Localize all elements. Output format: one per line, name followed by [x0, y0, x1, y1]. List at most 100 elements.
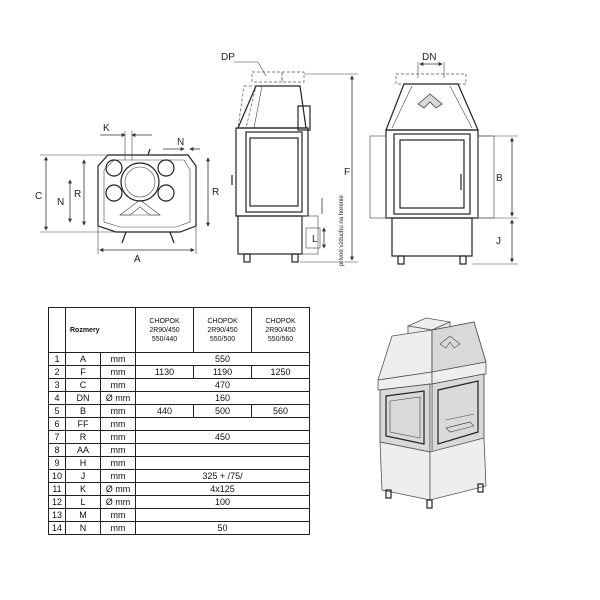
row-value-3: 560 — [251, 404, 310, 418]
row-value: 160 — [135, 391, 310, 405]
row-number: 13 — [48, 508, 66, 522]
model-header-3: CHOPOK 2R90/450 550/560 — [251, 307, 310, 353]
row-symbol: A — [65, 352, 101, 366]
row-symbol: FF — [65, 417, 101, 431]
table-row: 1 A mm 550 — [48, 352, 310, 366]
row-value: 4x125 — [135, 482, 310, 496]
label-f: F — [344, 167, 350, 178]
row-value — [135, 456, 310, 470]
row-value-2: 1190 — [193, 365, 252, 379]
model-header-2: CHOPOK 2R90/450 550/500 — [193, 307, 252, 353]
row-value-1: 1130 — [135, 365, 194, 379]
table-title: Rozmery — [65, 307, 136, 353]
row-symbol: C — [65, 378, 101, 392]
row-number: 4 — [48, 391, 66, 405]
row-unit: mm — [100, 430, 136, 444]
row-symbol: K — [65, 482, 101, 496]
label-b: B — [496, 173, 503, 184]
label-r-left: R — [74, 189, 81, 200]
table-row: 6 FF mm — [48, 417, 310, 431]
row-value: 550 — [135, 352, 310, 366]
model-header-1: CHOPOK 2R90/450 550/440 — [135, 307, 194, 353]
row-value-1: 440 — [135, 404, 194, 418]
row-value: 470 — [135, 378, 310, 392]
row-number: 9 — [48, 456, 66, 470]
row-symbol: R — [65, 430, 101, 444]
row-unit: Ø mm — [100, 482, 136, 496]
table-row: 9 H mm — [48, 456, 310, 470]
label-j: J — [496, 236, 501, 247]
row-unit: mm — [100, 404, 136, 418]
row-number: 7 — [48, 430, 66, 444]
label-c: C — [35, 191, 42, 202]
row-symbol: AA — [65, 443, 101, 457]
table-row: 7 R mm 450 — [48, 430, 310, 444]
model-1-line-1: CHOPOK — [149, 317, 180, 325]
model-2-line-3: 550/500 — [209, 335, 236, 343]
row-unit: Ø mm — [100, 391, 136, 405]
front-view: DN B J — [369, 52, 518, 265]
dimensions-table: Rozmery CHOPOK 2R90/450 550/440 CHOPOK 2… — [48, 307, 310, 535]
header-blank — [48, 307, 66, 353]
row-symbol: J — [65, 469, 101, 483]
label-n-top: N — [177, 137, 184, 148]
row-number: 12 — [48, 495, 66, 509]
table-row: 14 N mm 50 — [48, 521, 310, 535]
table-row: 4 DN Ø mm 160 — [48, 391, 310, 405]
row-value: 450 — [135, 430, 310, 444]
row-value — [135, 508, 310, 522]
table-row: 8 AA mm — [48, 443, 310, 457]
model-2-line-2: 2R90/450 — [207, 326, 238, 334]
row-symbol: N — [65, 521, 101, 535]
model-3-line-2: 2R90/450 — [265, 326, 296, 334]
table-row: 11 K Ø mm 4x125 — [48, 482, 310, 496]
row-symbol: F — [65, 365, 101, 379]
table-row: 12 L Ø mm 100 — [48, 495, 310, 509]
air-supply-note: prívod vzduchu na horenie — [339, 195, 345, 266]
row-unit: mm — [100, 378, 136, 392]
model-3-line-1: CHOPOK — [265, 317, 296, 325]
row-value: 50 — [135, 521, 310, 535]
row-unit: Ø mm — [100, 495, 136, 509]
row-value — [135, 443, 310, 457]
label-dp: DP — [221, 52, 235, 63]
row-number: 8 — [48, 443, 66, 457]
side-view: DP F L prívod vzduchu na horenie — [221, 52, 358, 266]
row-number: 6 — [48, 417, 66, 431]
row-unit: mm — [100, 417, 136, 431]
table-row: 5 B mm 440 500 560 — [48, 404, 310, 418]
isometric-view — [377, 317, 487, 509]
table-row: 10 J mm 325 + /75/ — [48, 469, 310, 483]
row-symbol: L — [65, 495, 101, 509]
row-symbol: H — [65, 456, 101, 470]
row-number: 11 — [48, 482, 66, 496]
table-body: 1 A mm 550 2 F mm 1130 1190 1250 3 C mm … — [48, 352, 310, 535]
model-2-line-1: CHOPOK — [207, 317, 238, 325]
row-value-3: 1250 — [251, 365, 310, 379]
row-unit: mm — [100, 469, 136, 483]
label-l: L — [312, 234, 318, 245]
row-unit: mm — [100, 508, 136, 522]
row-number: 10 — [48, 469, 66, 483]
row-number: 2 — [48, 365, 66, 379]
table-header-row: Rozmery CHOPOK 2R90/450 550/440 CHOPOK 2… — [48, 307, 310, 353]
row-number: 5 — [48, 404, 66, 418]
row-unit: mm — [100, 443, 136, 457]
row-number: 3 — [48, 378, 66, 392]
label-n-left: N — [57, 197, 64, 208]
row-number: 14 — [48, 521, 66, 535]
label-a: A — [134, 254, 141, 265]
table-row: 2 F mm 1130 1190 1250 — [48, 365, 310, 379]
model-3-line-3: 550/560 — [267, 335, 294, 343]
row-unit: mm — [100, 352, 136, 366]
label-k: K — [103, 123, 110, 134]
label-dn: DN — [422, 52, 436, 63]
model-1-line-2: 2R90/450 — [149, 326, 180, 334]
row-value — [135, 417, 310, 431]
row-unit: mm — [100, 456, 136, 470]
row-symbol: M — [65, 508, 101, 522]
row-symbol: DN — [65, 391, 101, 405]
row-number: 1 — [48, 352, 66, 366]
row-value-2: 500 — [193, 404, 252, 418]
